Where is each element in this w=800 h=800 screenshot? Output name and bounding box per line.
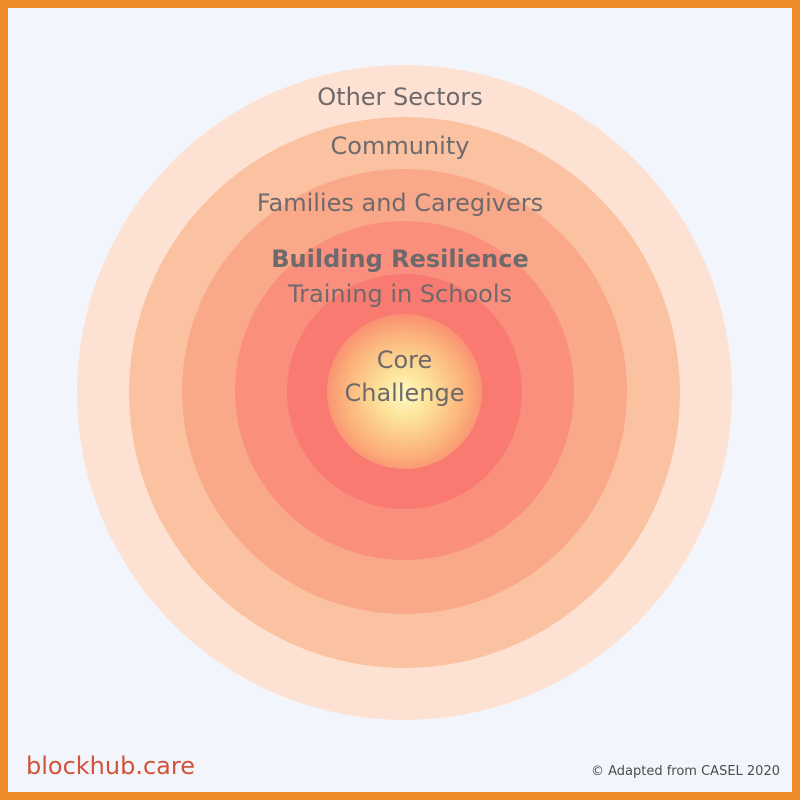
core-label-line1: Core [376, 346, 433, 374]
label-training-schools: Training in Schools [287, 280, 512, 308]
label-community: Community [330, 132, 470, 160]
label-building-resilience: Building Resilience [271, 245, 529, 273]
brand-text: blockhub.care [26, 752, 195, 780]
core-label: Core Challenge [327, 344, 482, 410]
label-other-sectors: Other Sectors [317, 83, 483, 111]
credit-text: © Adapted from CASEL 2020 [590, 764, 780, 779]
core-label-line2: Challenge [344, 379, 465, 407]
label-families: Families and Caregivers [256, 189, 544, 217]
core-circle [327, 314, 482, 469]
